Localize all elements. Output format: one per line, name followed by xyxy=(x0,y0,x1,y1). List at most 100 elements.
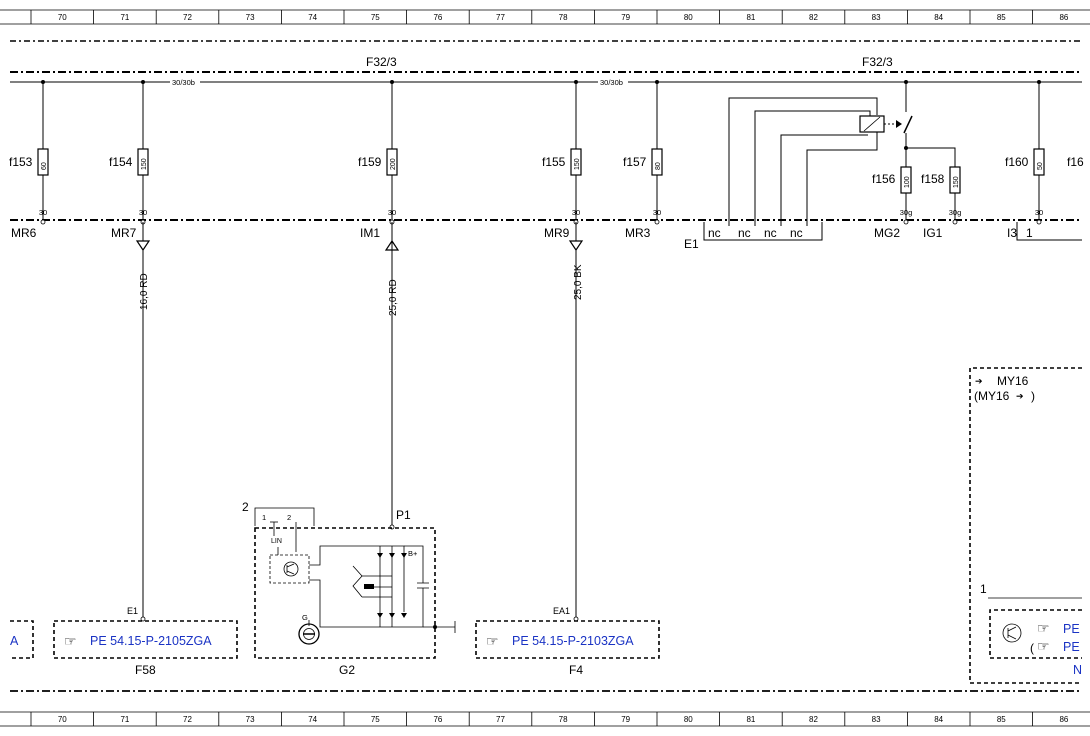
wire-spec-mr7: 16,0 RD xyxy=(139,273,150,310)
fuse-rating: 80 xyxy=(655,162,662,170)
connector-e1-box xyxy=(703,222,823,241)
ruler-number: 71 xyxy=(120,13,129,22)
connector-i3-box xyxy=(1016,222,1082,241)
wire-mr9: 25,0 BK xyxy=(568,222,584,617)
ruler-number: 83 xyxy=(872,715,881,724)
connector-label: MR9 xyxy=(544,226,570,240)
f58-reference-link[interactable]: PE 54.15-P-2105ZGA xyxy=(90,634,212,648)
g2-conn-pin1: 1 xyxy=(262,513,266,522)
relay-junction xyxy=(904,146,908,150)
ruler-number: 81 xyxy=(746,715,755,724)
fuse-group: 60f15330MR6150f15430MR7200f15930IM1150f1… xyxy=(9,80,1084,240)
relay-switch-contact xyxy=(903,115,913,134)
component-f4: EA1 ☞ PE 54.15-P-2103ZGA F4 xyxy=(475,606,660,677)
component-g2: P1 G2 2 1 2 LIN G xyxy=(242,500,456,677)
ruler-number: 78 xyxy=(559,715,568,724)
g2-diode-icon xyxy=(401,613,407,618)
ruler-number: 85 xyxy=(997,715,1006,724)
ruler-number: 72 xyxy=(183,715,192,724)
my16-transistor-icon xyxy=(1002,623,1022,643)
g2-ground-wire xyxy=(309,579,404,628)
fuse-terminal: 30 xyxy=(388,208,396,217)
f58-pin xyxy=(140,616,146,622)
connector-arrow-icon xyxy=(568,240,584,252)
fuse-rating: 150 xyxy=(953,176,960,188)
g2-connector-number: 2 xyxy=(242,500,249,514)
ruler-number: 84 xyxy=(934,13,943,22)
connector-e1-pin-2: nc xyxy=(738,226,751,240)
hand-pointer-icon: ☞ xyxy=(1037,620,1050,636)
connector-e1-pin-1: nc xyxy=(708,226,721,240)
ruler-number: 85 xyxy=(997,13,1006,22)
fuse-terminal: 30 xyxy=(653,208,661,217)
relay-wire-3 xyxy=(780,134,868,226)
fuse-body xyxy=(900,166,912,194)
g2-stator-core xyxy=(364,584,374,589)
relay-bus-junction xyxy=(904,80,908,84)
relay-arrow-icon xyxy=(896,120,902,128)
fuse-label: f156 xyxy=(872,172,896,186)
g2-label: G2 xyxy=(339,663,355,677)
g2-lin-label: LIN xyxy=(271,538,282,545)
g2-diode-icon xyxy=(389,613,395,618)
my16-line1: MY16 xyxy=(997,374,1029,388)
fuse-body xyxy=(137,148,149,176)
ruler-number: 82 xyxy=(809,715,818,724)
my16-partial-ref[interactable]: N xyxy=(1073,663,1082,677)
ruler-number: 70 xyxy=(58,13,67,22)
connector-e1-pin-3: nc xyxy=(764,226,777,240)
relay-wire-2 xyxy=(754,110,871,226)
ruler-number: 80 xyxy=(684,13,693,22)
wire-im1: 25,0 RD xyxy=(384,222,400,527)
ruler-number: 72 xyxy=(183,13,192,22)
g2-transistor-lines xyxy=(286,563,295,575)
g2-output-terminal xyxy=(423,621,456,633)
bus-label-1: 30/30b xyxy=(172,78,195,87)
connector-i3-pin: 1 xyxy=(1026,226,1033,240)
ruler-number: 73 xyxy=(246,13,255,22)
relay: E1 nc nc nc nc xyxy=(684,80,956,251)
arrow-right-icon: ➔ xyxy=(1016,391,1024,401)
fuse-terminal-pin xyxy=(952,219,958,225)
connector-label: MR6 xyxy=(11,226,37,240)
my16-ref-1[interactable]: PE xyxy=(1063,622,1080,636)
fuse-terminal: 30 xyxy=(1035,208,1043,217)
relay-wire-1 xyxy=(728,97,878,226)
fuse-terminal: 30 xyxy=(39,208,47,217)
left-partial-box xyxy=(10,620,34,659)
fuse-label: f155 xyxy=(542,155,566,169)
hand-pointer-icon: ☞ xyxy=(486,633,499,649)
f4-reference-link[interactable]: PE 54.15-P-2103ZGA xyxy=(512,634,634,648)
bus-label-2: 30/30b xyxy=(600,78,623,87)
component-my16: ➔ MY16 (MY16 ➔ ) 1 ☞ PE ( ☞ PE N xyxy=(969,367,1082,684)
fuse-rating: 50 xyxy=(1037,162,1044,170)
connector-label: IG1 xyxy=(923,226,943,240)
g2-capacitor xyxy=(404,545,429,628)
fuse-terminal-pin xyxy=(1036,219,1042,225)
ruler-number: 76 xyxy=(433,715,442,724)
ruler-number: 70 xyxy=(58,715,67,724)
my16-ref-2[interactable]: PE xyxy=(1063,640,1080,654)
fuse-body xyxy=(37,148,49,176)
fuse-label: f154 xyxy=(109,155,133,169)
connector-label: MR7 xyxy=(111,226,137,240)
connector-label: IM1 xyxy=(360,226,380,240)
g2-g-label: G xyxy=(302,613,308,622)
ruler-number: 80 xyxy=(684,715,693,724)
fuse-terminal-pin xyxy=(654,219,660,225)
f58-box xyxy=(53,620,238,659)
fuse-terminal: 30g xyxy=(900,208,913,217)
left-partial-ref[interactable]: A xyxy=(10,634,19,648)
g2-connector-box xyxy=(254,507,315,526)
g2-diode-icon xyxy=(389,553,395,558)
fuse-body xyxy=(1033,148,1045,176)
ruler-number: 82 xyxy=(809,13,818,22)
my16-paren: ( xyxy=(1030,641,1034,655)
